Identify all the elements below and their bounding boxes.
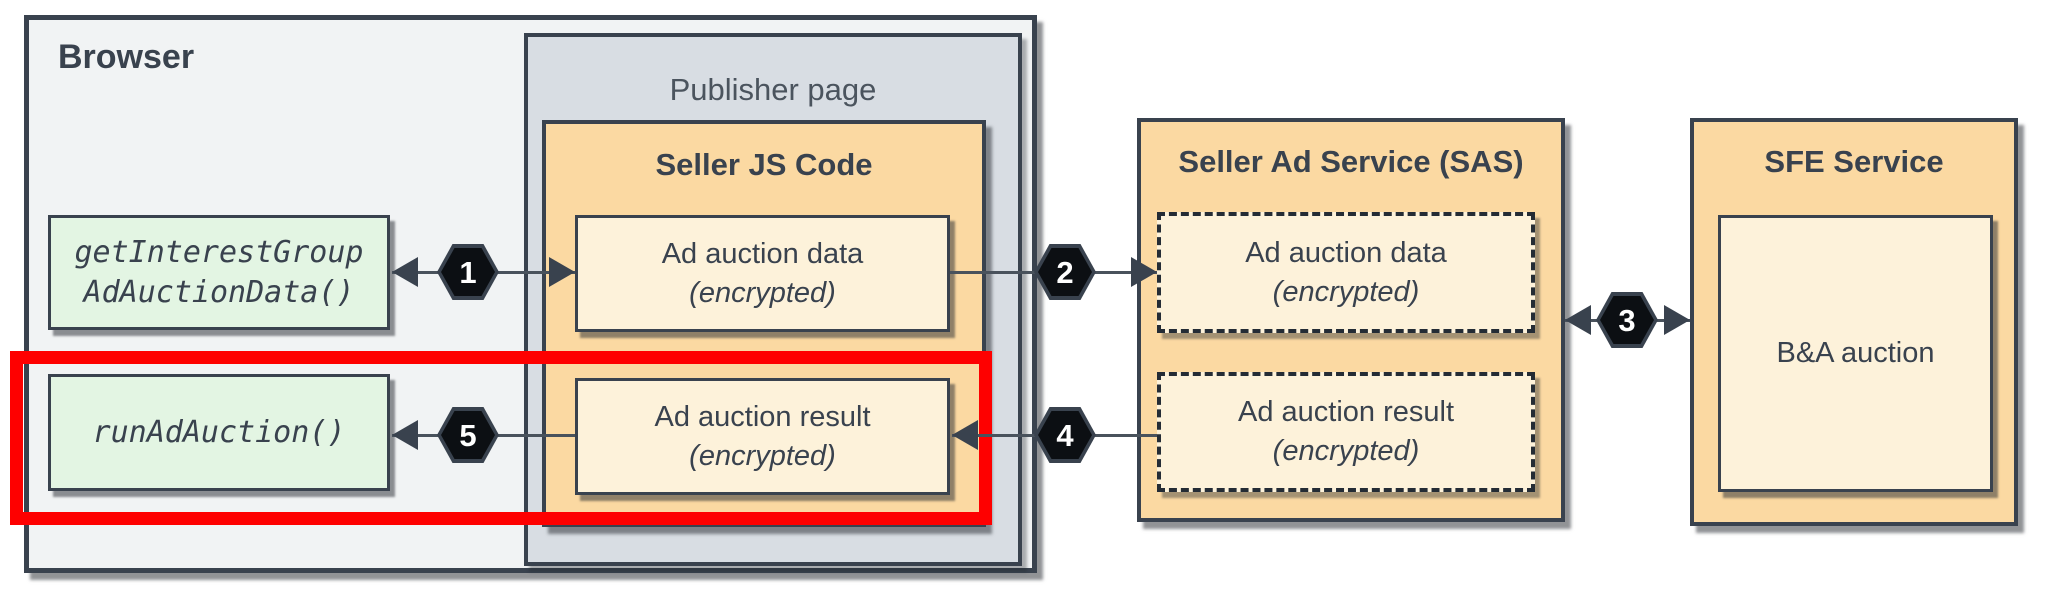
step-badge-3: 3 bbox=[1596, 292, 1658, 348]
step-badge-2-hexagon: 2 bbox=[1038, 248, 1092, 296]
run-ad-auction-label: runAdAuction() bbox=[92, 414, 346, 450]
sas-ad-auction-result-box: Ad auction result (encrypted) bbox=[1157, 372, 1535, 492]
js-ad-auction-data-box: Ad auction data (encrypted) bbox=[575, 215, 950, 332]
js-ad-auction-data-label: Ad auction data bbox=[661, 237, 864, 270]
browser-title: Browser bbox=[58, 38, 195, 76]
sas-ad-auction-data-box: Ad auction data (encrypted) bbox=[1157, 212, 1535, 333]
step-badge-4-number: 4 bbox=[1056, 417, 1074, 453]
get-interest-group-line1: getInterestGroup bbox=[74, 234, 364, 270]
step-badge-5-hexagon: 5 bbox=[441, 411, 495, 459]
step-badge-4-hexagon: 4 bbox=[1038, 411, 1092, 459]
sas-ad-auction-data-encrypted-label: (encrypted) bbox=[1272, 275, 1420, 308]
js-ad-auction-result-label: Ad auction result bbox=[654, 400, 871, 433]
arrowhead-right-step-3 bbox=[1664, 305, 1690, 335]
js-ad-auction-result-encrypted-label: (encrypted) bbox=[689, 439, 836, 472]
sas-ad-auction-result-encrypted-label: (encrypted) bbox=[1272, 435, 1420, 467]
arrowhead-left-step-3 bbox=[1565, 305, 1591, 335]
js-ad-auction-data-encrypted-label: (encrypted) bbox=[689, 276, 836, 309]
ba-auction-label: B&A auction bbox=[1776, 337, 1935, 369]
publisher-page-title: Publisher page bbox=[669, 72, 877, 107]
sfe-service-title: SFE Service bbox=[1764, 144, 1944, 179]
highlight-red-rectangle bbox=[10, 351, 992, 525]
arrowhead-right-step-2 bbox=[1131, 257, 1157, 287]
arrowhead-left-step-5 bbox=[392, 420, 418, 450]
sas-ad-auction-data-label: Ad auction data bbox=[1245, 236, 1447, 269]
seller-js-code-title: Seller JS Code bbox=[655, 147, 873, 182]
get-interest-group-ad-auction-data-box: getInterestGroup AdAuctionData() bbox=[48, 215, 390, 330]
run-ad-auction-box: runAdAuction() bbox=[48, 374, 390, 491]
get-interest-group-line2: AdAuctionData() bbox=[83, 274, 355, 310]
step-badge-1-number: 1 bbox=[459, 254, 477, 290]
arrowhead-left-step-1 bbox=[392, 257, 418, 287]
step-badge-1: 1 bbox=[437, 244, 499, 300]
step-badge-5-number: 5 bbox=[459, 417, 477, 453]
js-ad-auction-result-box: Ad auction result (encrypted) bbox=[575, 378, 950, 495]
ba-auction-box: B&A auction bbox=[1718, 215, 1993, 492]
step-badge-1-hexagon: 1 bbox=[441, 248, 495, 296]
step-badge-2-number: 2 bbox=[1056, 254, 1074, 290]
sas-ad-auction-result-label: Ad auction result bbox=[1237, 396, 1454, 428]
step-badge-3-number: 3 bbox=[1618, 302, 1636, 338]
step-badge-4: 4 bbox=[1034, 407, 1096, 463]
arrowhead-left-step-4 bbox=[952, 420, 978, 450]
arrowhead-right-step-1 bbox=[549, 257, 575, 287]
step-badge-3-hexagon: 3 bbox=[1600, 296, 1654, 344]
sas-title: Seller Ad Service (SAS) bbox=[1178, 144, 1524, 179]
step-badge-2: 2 bbox=[1034, 244, 1096, 300]
step-badge-5: 5 bbox=[437, 407, 499, 463]
